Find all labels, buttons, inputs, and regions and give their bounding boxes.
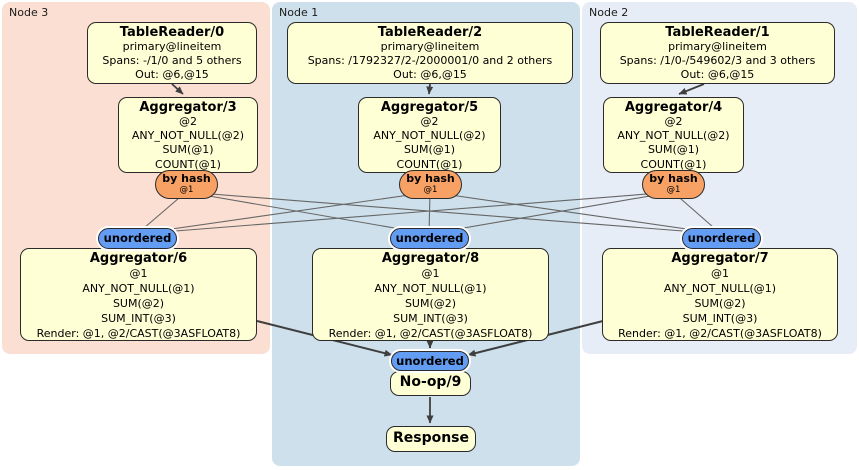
hash-router-ellipse: by hash @1 (155, 170, 218, 199)
agg-expr: SUM_INT(@3) (682, 312, 758, 325)
agg-expr: COUNT(@1) (396, 157, 463, 171)
hash-router-ellipse: by hash @1 (399, 170, 462, 199)
router-label: by hash (406, 172, 455, 185)
index-label: primary@lineitem (380, 40, 480, 53)
processor-title: Aggregator/3 (139, 100, 237, 115)
spans-label: Spans: /1792327/2-/2000001/0 and 2 other… (307, 54, 553, 68)
table-reader-1-box: TableReader/1 primary@lineitem Spans: /1… (600, 22, 835, 84)
processor-title: Aggregator/4 (624, 100, 723, 115)
processor-title: Aggregator/6 (89, 251, 188, 266)
router-label: by hash (649, 172, 698, 185)
node-2-label: Node 2 (589, 6, 629, 19)
unordered-stream-ellipse: unordered (390, 228, 469, 249)
no-op-box: No-op/9 (390, 371, 471, 396)
processor-title: No-op/9 (399, 374, 462, 390)
aggregator-3-box: Aggregator/3 @2 ANY_NOT_NULL(@2) SUM(@1)… (118, 97, 258, 173)
out-label: Out: @6,@15 (393, 68, 467, 82)
table-reader-0-box: TableReader/0 primary@lineitem Spans: -/… (87, 22, 257, 84)
processor-title: TableReader/1 (665, 25, 770, 40)
router-label: by hash (162, 172, 211, 185)
router-key: @1 (179, 185, 194, 195)
aggregator-8-box: Aggregator/8 @1 ANY_NOT_NULL(@1) SUM(@2)… (312, 248, 549, 341)
hash-router-ellipse: by hash @1 (642, 170, 705, 199)
agg-expr: COUNT(@1) (155, 157, 221, 171)
spans-label: Spans: /1/0-/549602/3 and 3 others (619, 54, 816, 68)
agg-expr: SUM_INT(@3) (393, 312, 468, 325)
agg-expr: SUM(@1) (647, 143, 700, 157)
aggregator-4-box: Aggregator/4 @2 ANY_NOT_NULL(@2) SUM(@1)… (603, 97, 744, 173)
agg-expr: ANY_NOT_NULL(@1) (374, 282, 487, 295)
agg-expr: SUM(@2) (694, 297, 746, 310)
agg-expr: ANY_NOT_NULL(@1) (82, 282, 195, 295)
aggregator-5-box: Aggregator/5 @2 ANY_NOT_NULL(@2) SUM(@1)… (358, 97, 501, 173)
router-key: @1 (423, 185, 438, 195)
spans-label: Spans: -/1/0 and 5 others (102, 54, 242, 68)
processor-title: Response (392, 430, 470, 446)
response-box: Response (386, 426, 476, 452)
unordered-stream-ellipse: unordered (682, 228, 761, 249)
agg-expr: SUM(@2) (404, 297, 457, 310)
processor-title: Aggregator/7 (671, 251, 769, 266)
agg-expr: SUM_INT(@3) (101, 312, 176, 325)
render-expr: Render: @1, @2/CAST(@3ASFLOAT8) (36, 327, 241, 340)
group-cols: @2 (420, 115, 439, 128)
aggregator-7-box: Aggregator/7 @1 ANY_NOT_NULL(@1) SUM(@2)… (602, 248, 838, 341)
index-label: primary@lineitem (122, 40, 222, 53)
group-cols: @2 (664, 115, 683, 128)
group-cols: @1 (129, 267, 148, 280)
group-cols: @1 (711, 267, 729, 280)
group-cols: @2 (179, 115, 197, 128)
agg-expr: SUM(@1) (162, 143, 214, 157)
agg-expr: SUM(@2) (112, 297, 165, 310)
node-3-label: Node 3 (9, 6, 49, 19)
agg-expr: ANY_NOT_NULL(@2) (373, 129, 486, 143)
agg-expr: SUM(@1) (403, 143, 456, 157)
render-expr: Render: @1, @2/CAST(@3ASFLOAT8) (328, 327, 533, 340)
agg-expr: ANY_NOT_NULL(@2) (617, 129, 730, 143)
group-cols: @1 (421, 267, 440, 280)
index-label: primary@lineitem (668, 40, 767, 53)
processor-title: Aggregator/8 (381, 251, 480, 266)
out-label: Out: @6,@15 (135, 68, 209, 82)
processor-title: TableReader/2 (377, 25, 483, 40)
unordered-stream-ellipse: unordered (98, 228, 177, 249)
sink-unordered-stream-ellipse: unordered (391, 351, 469, 371)
agg-expr: ANY_NOT_NULL(@2) (131, 129, 245, 143)
agg-expr: COUNT(@1) (640, 157, 707, 171)
processor-title: TableReader/0 (119, 25, 225, 40)
node-1-label: Node 1 (279, 6, 319, 19)
render-expr: Render: @1, @2/CAST(@3ASFLOAT8) (618, 327, 822, 340)
router-key: @1 (666, 185, 681, 195)
agg-expr: ANY_NOT_NULL(@1) (663, 282, 777, 295)
aggregator-6-box: Aggregator/6 @1 ANY_NOT_NULL(@1) SUM(@2)… (20, 248, 257, 341)
out-label: Out: @6,@15 (680, 68, 755, 82)
table-reader-2-box: TableReader/2 primary@lineitem Spans: /1… (287, 22, 573, 84)
processor-title: Aggregator/5 (380, 100, 479, 115)
